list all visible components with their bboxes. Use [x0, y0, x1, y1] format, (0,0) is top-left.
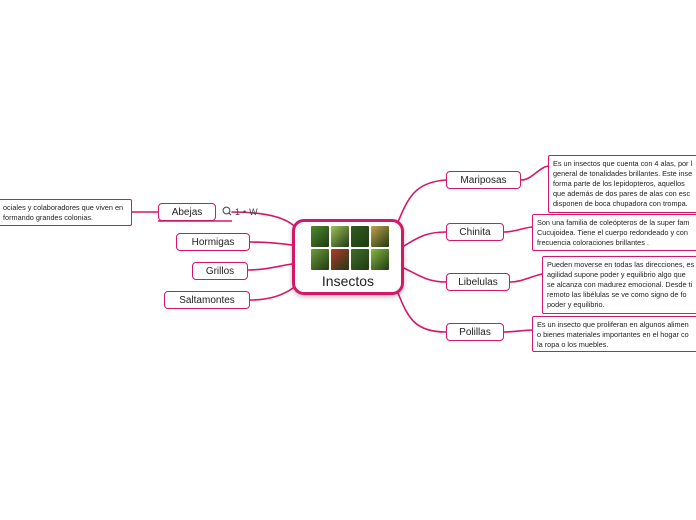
note-line: formando grandes colonias. [3, 213, 94, 222]
note-line: o bienes materiales importantes en el ho… [537, 330, 689, 339]
central-topic[interactable]: Insectos [292, 219, 404, 295]
collage-tile [331, 249, 349, 270]
central-topic-title: Insectos [321, 273, 375, 289]
topic-label: Grillos [205, 266, 235, 277]
note-chinita[interactable]: Son una familia de coleópteros de la sup… [532, 214, 696, 251]
link-polillas [397, 292, 447, 333]
link-chinita-note [503, 226, 533, 233]
note-line: remoto las libélulas se ve como signo de… [547, 290, 687, 299]
note-line: disponen de boca chupadora con trompa. [553, 199, 688, 208]
topic-label: Hormigas [191, 237, 235, 248]
topic-saltamontes[interactable]: Saltamontes [164, 291, 250, 309]
topic-label: Saltamontes [179, 295, 235, 306]
topic-label: Polillas [459, 327, 491, 338]
topic-polillas[interactable]: Polillas [446, 323, 504, 341]
note-line: frecuencia coloraciones brillantes . [537, 238, 649, 247]
note-line: ociales y colaboradores que viven en [3, 203, 124, 212]
note-line: se alcanza con madurez emocional. Desde … [547, 280, 693, 289]
topic-mariposas[interactable]: Mariposas [446, 171, 521, 189]
link-libelulas [403, 267, 447, 283]
collage-tile [371, 249, 389, 270]
link-hormigas [249, 241, 293, 246]
note-libelulas[interactable]: Pueden moverse en todas las direcciones,… [542, 256, 696, 314]
link-mariposas [397, 179, 447, 223]
note-line: forma parte de los lepidopteros, aquello… [553, 179, 685, 188]
topic-label: Mariposas [460, 175, 507, 186]
collage-tile [371, 226, 389, 247]
comment-icon[interactable] [222, 206, 232, 218]
topic-label: Libelulas [458, 277, 498, 288]
note-line: Pueden moverse en todas las direcciones,… [547, 260, 695, 269]
collage-tile [311, 249, 329, 270]
note-line: Es un insectos que cuenta con 4 alas, po… [553, 159, 693, 168]
insect-collage-image [311, 226, 389, 270]
note-abejas[interactable]: ociales y colaboradores que viven en for… [0, 199, 132, 226]
note-line: general de tonalidades brillantes. Este … [553, 169, 693, 178]
note-line: agilidad supone poder y equilibrio algo … [547, 270, 686, 279]
wikipedia-icon[interactable]: W [249, 207, 258, 217]
topic-grillos[interactable]: Grillos [192, 262, 248, 280]
note-line: Cucujoidea. Tiene el cuerpo redondeado y… [537, 228, 688, 237]
collage-tile [331, 226, 349, 247]
note-line: la ropa o los muebles. [537, 340, 609, 349]
link-libelulas-note [509, 273, 543, 283]
topic-chinita[interactable]: Chinita [446, 223, 504, 241]
link-chinita [403, 231, 447, 247]
collage-tile [311, 226, 329, 247]
topic-abejas-badges: 1 • W [222, 206, 258, 218]
topic-label: Abejas [171, 207, 203, 218]
link-saltamontes [249, 287, 294, 301]
collage-tile [351, 249, 369, 270]
note-line: Es un insecto que proliferan en algunos … [537, 320, 689, 329]
link-grillos [247, 263, 293, 271]
note-line: Son una familia de coleópteros de la sup… [537, 218, 690, 227]
link-abejas [231, 211, 294, 226]
collage-tile [351, 226, 369, 247]
note-line: que además de dos pares de alas con esc [553, 189, 691, 198]
topic-hormigas[interactable]: Hormigas [176, 233, 250, 251]
topic-label: Chinita [459, 227, 491, 238]
comment-count: 1 [235, 207, 241, 217]
note-polillas[interactable]: Es un insecto que proliferan en algunos … [532, 316, 696, 352]
topic-abejas[interactable]: Abejas [158, 203, 216, 221]
note-line: poder y equilibrio. [547, 300, 605, 309]
note-mariposas[interactable]: Es un insectos que cuenta con 4 alas, po… [548, 155, 696, 213]
link-dot: • [243, 207, 247, 217]
topic-libelulas[interactable]: Libelulas [446, 273, 510, 291]
link-mariposas-note [520, 165, 549, 181]
link-polillas-note [503, 329, 533, 333]
